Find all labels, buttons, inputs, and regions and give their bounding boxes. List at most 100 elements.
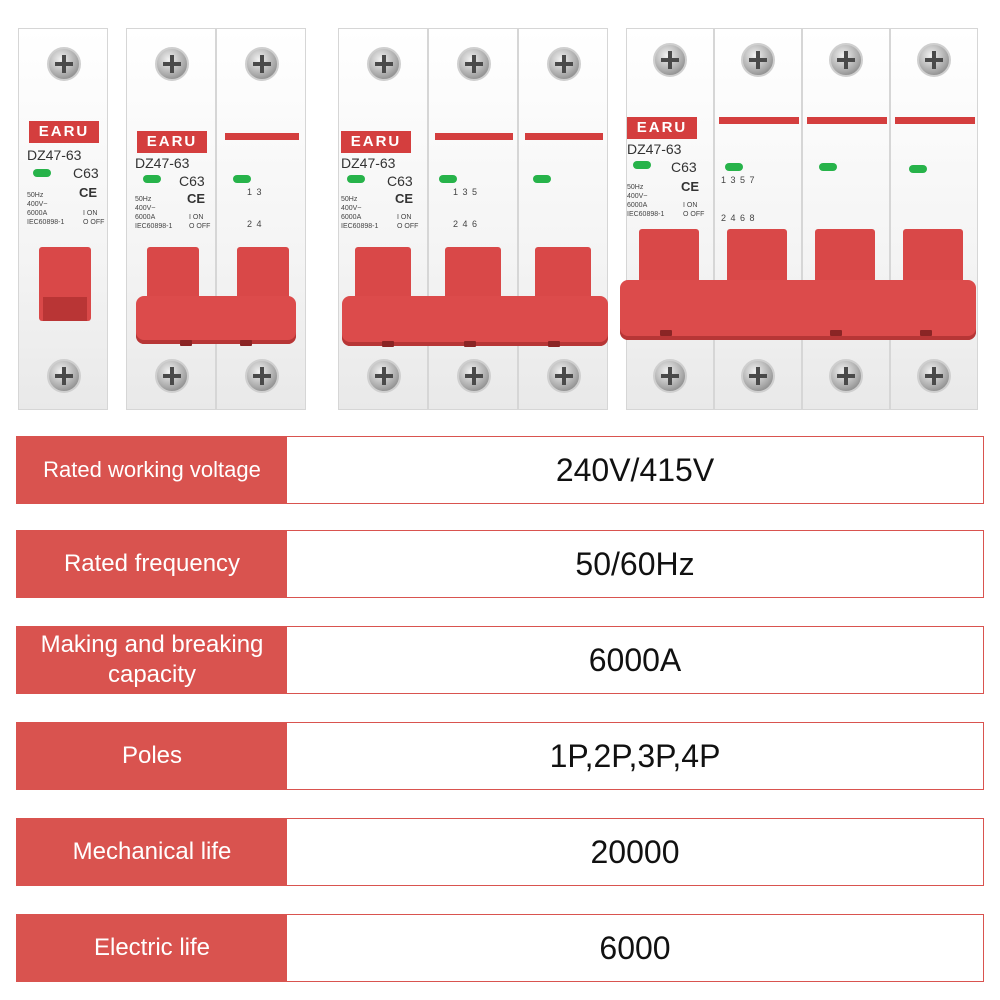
spec-value: 240V/415V	[555, 451, 715, 488]
spec-standard: IEC60898-1	[341, 223, 379, 230]
toggle-switch[interactable]	[727, 229, 787, 289]
toggle-switch[interactable]	[815, 229, 875, 289]
ce-mark: CE	[395, 191, 414, 206]
breaker-module	[802, 28, 890, 410]
brand-logo: EARU	[137, 131, 207, 153]
status-led	[439, 175, 457, 183]
handle-slot	[660, 330, 672, 336]
spec-row-frequency: Rated frequency 50/60Hz	[16, 530, 984, 598]
breaker-module: EARU DZ47-63 C63 50Hz 400V~ 6000A IEC608…	[626, 28, 714, 410]
bottom-terminals: 2 4 6 8	[721, 213, 756, 223]
spec-voltage: 400V~	[135, 205, 156, 212]
spec-row-poles: Poles 1P,2P,3P,4P	[16, 722, 984, 790]
screw-icon	[653, 359, 687, 393]
spec-standard: IEC60898-1	[135, 223, 173, 230]
red-stripe	[225, 133, 299, 140]
screw-icon	[155, 47, 189, 81]
spec-standard: IEC60898-1	[627, 211, 665, 218]
screw-icon	[829, 359, 863, 393]
model-number: DZ47-63	[27, 147, 82, 163]
tie-bar-handle[interactable]	[136, 296, 296, 344]
tie-bar-handle[interactable]	[620, 280, 976, 340]
on-label: I ON	[683, 202, 698, 209]
screw-icon	[367, 359, 401, 393]
status-led	[233, 175, 251, 183]
top-terminals: 1 3	[247, 187, 263, 197]
screw-icon	[47, 47, 81, 81]
red-stripe	[435, 133, 513, 140]
spec-capacity: 6000A	[135, 214, 156, 221]
top-terminals: 1 3 5 7	[721, 175, 756, 185]
handle-slot	[830, 330, 842, 336]
spec-value: 1P,2P,3P,4P	[549, 737, 721, 774]
toggle-switch[interactable]	[639, 229, 699, 289]
spec-standard: IEC60898-1	[27, 219, 65, 226]
screw-icon	[457, 359, 491, 393]
screw-icon	[917, 43, 951, 77]
bottom-terminals: 2 4 6	[453, 219, 479, 229]
spec-value: 6000	[599, 929, 671, 966]
tie-bar-handle[interactable]	[342, 296, 608, 346]
spec-voltage: 400V~	[627, 193, 648, 200]
on-label: I ON	[83, 210, 98, 217]
spec-value: 20000	[590, 833, 680, 870]
spec-voltage: 400V~	[341, 205, 362, 212]
breaker-module	[890, 28, 978, 410]
on-label: I ON	[189, 214, 204, 221]
spec-row-mechanical-life: Mechanical life 20000	[16, 818, 984, 886]
status-led	[633, 161, 651, 169]
breaker-module: 1 3 5 7 2 4 6 8	[714, 28, 802, 410]
ce-mark: CE	[187, 191, 206, 206]
brand-logo: EARU	[341, 131, 411, 153]
screw-icon	[547, 359, 581, 393]
toggle-switch[interactable]	[903, 229, 963, 289]
spec-label: Rated frequency	[17, 531, 287, 597]
screw-icon	[155, 359, 189, 393]
spec-frequency: 50Hz	[27, 192, 44, 199]
handle-slot	[240, 340, 252, 346]
breaker-module: 1 3 2 4	[216, 28, 306, 410]
screw-icon	[917, 359, 951, 393]
breaker-module: EARU DZ47-63 C63 50Hz 400V~ 6000A IEC608…	[18, 28, 108, 410]
top-terminals: 1 3 5	[453, 187, 479, 197]
spec-label: Rated working voltage	[17, 437, 287, 503]
screw-icon	[741, 43, 775, 77]
breaker-module: 1 3 5 2 4 6	[428, 28, 518, 410]
product-images: EARU DZ47-63 C63 50Hz 400V~ 6000A IEC608…	[0, 0, 1000, 420]
spec-value: 50/60Hz	[575, 545, 695, 582]
screw-icon	[457, 47, 491, 81]
handle-slot	[464, 341, 476, 347]
red-stripe	[895, 117, 975, 124]
off-label: O OFF	[189, 223, 211, 230]
breaker-module: EARU DZ47-63 C63 50Hz 400V~ 6000A IEC608…	[338, 28, 428, 410]
status-led	[33, 169, 51, 177]
model-number: DZ47-63	[627, 141, 682, 157]
spec-row-electric-life: Electric life 6000	[16, 914, 984, 982]
spec-value: 6000A	[588, 641, 682, 678]
handle-slot	[180, 340, 192, 346]
ce-mark: CE	[681, 179, 700, 194]
screw-icon	[367, 47, 401, 81]
status-led	[725, 163, 743, 171]
model-number: DZ47-63	[341, 155, 396, 171]
screw-icon	[741, 359, 775, 393]
off-label: O OFF	[83, 219, 105, 226]
on-label: I ON	[397, 214, 412, 221]
screw-icon	[653, 43, 687, 77]
spec-label: Making and breaking capacity	[17, 627, 287, 693]
spec-label: Electric life	[17, 915, 287, 981]
off-label: O OFF	[397, 223, 419, 230]
current-rating: C63	[387, 173, 413, 189]
screw-icon	[47, 359, 81, 393]
breaker-module: EARU DZ47-63 C63 50Hz 400V~ 6000A IEC608…	[126, 28, 216, 410]
breaker-1p: EARU DZ47-63 C63 50Hz 400V~ 6000A IEC608…	[18, 28, 108, 410]
spec-row-capacity: Making and breaking capacity 6000A	[16, 626, 984, 694]
model-number: DZ47-63	[135, 155, 190, 171]
spec-row-voltage: Rated working voltage 240V/415V	[16, 436, 984, 504]
red-stripe	[525, 133, 603, 140]
screw-icon	[829, 43, 863, 77]
status-led	[909, 165, 927, 173]
spec-label: Mechanical life	[17, 819, 287, 885]
current-rating: C63	[73, 165, 99, 181]
handle-slot	[548, 341, 560, 347]
